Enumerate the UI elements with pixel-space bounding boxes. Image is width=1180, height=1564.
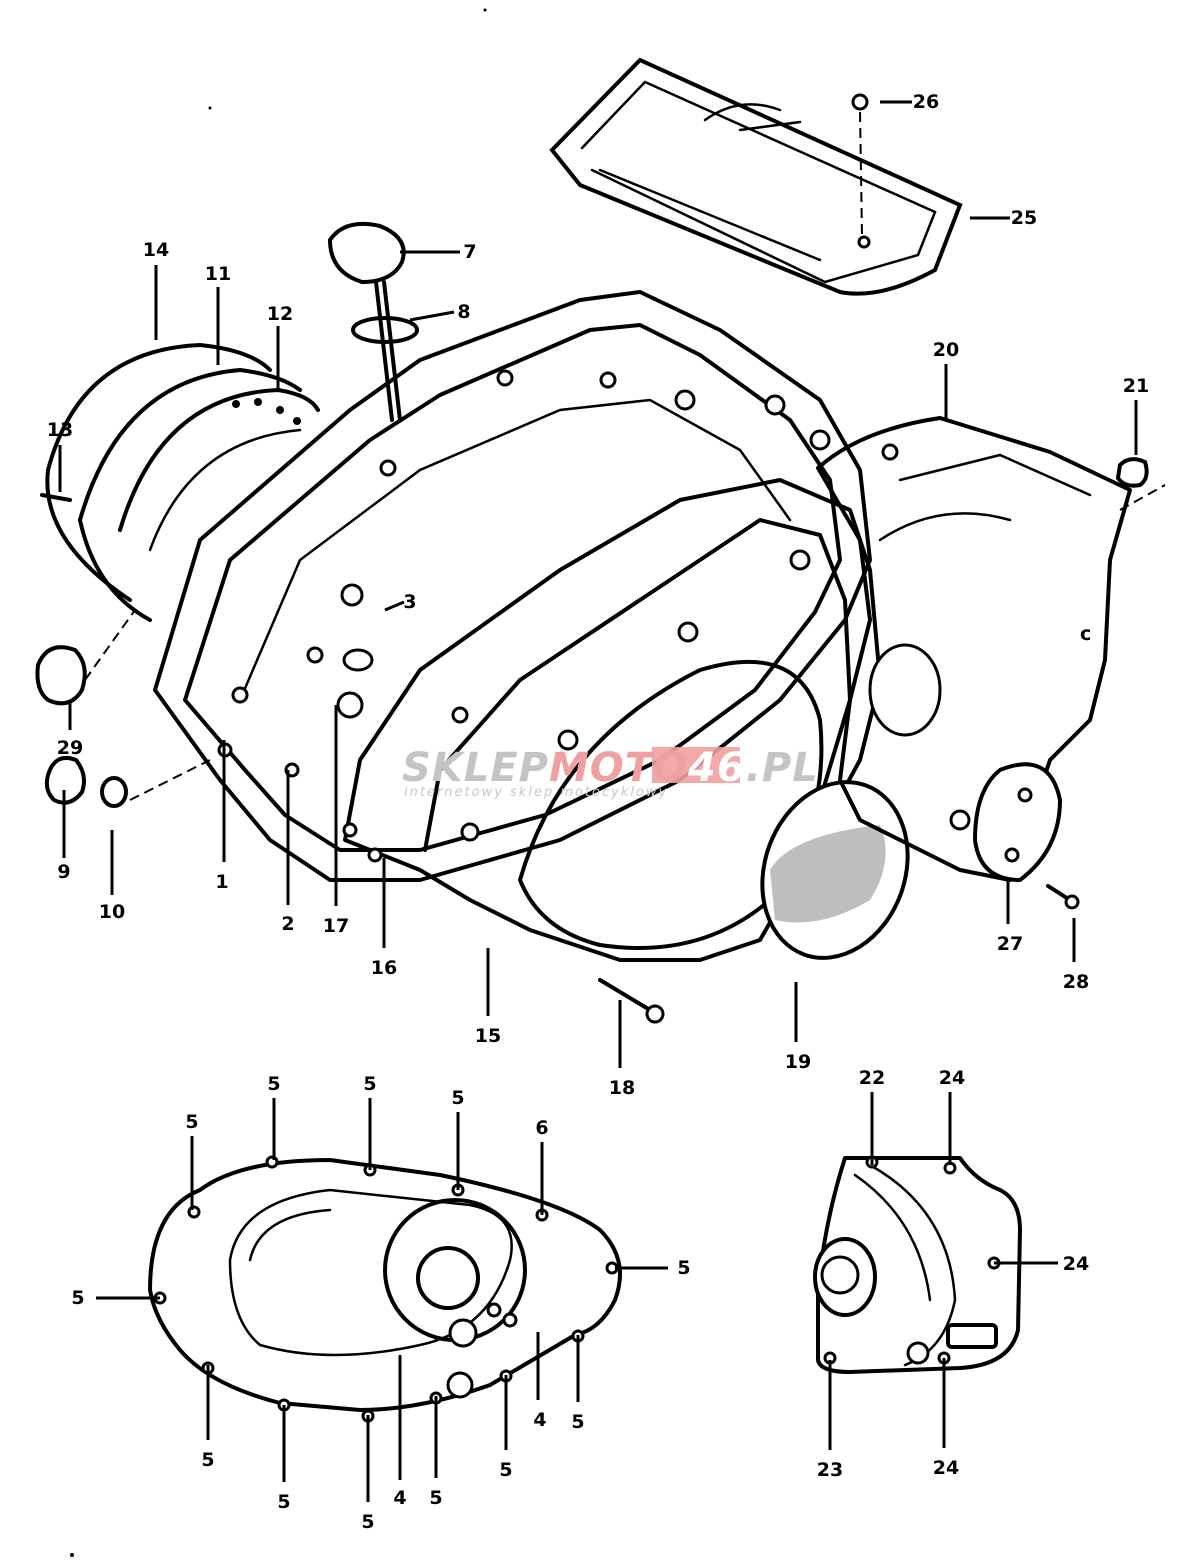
scan-dot <box>483 8 487 12</box>
washer-10 <box>100 776 128 808</box>
callout-label-c10: 10 <box>99 901 125 923</box>
callout-label-c28: 28 <box>1063 971 1089 993</box>
right-cover-20: c <box>816 416 1132 882</box>
leader-line-c8 <box>409 310 455 322</box>
callout-label-c5f: 5 <box>71 1287 84 1309</box>
callout-label-c15: 15 <box>475 1025 501 1047</box>
callout-label-c18: 18 <box>609 1077 635 1099</box>
top-cover-plate <box>549 57 963 296</box>
callout-label-c21: 21 <box>1123 375 1149 397</box>
callout-label-c4a: 4 <box>393 1487 406 1509</box>
watermark-box <box>652 747 740 783</box>
callout-label-c24c: 24 <box>933 1457 959 1479</box>
callout-label-c22: 22 <box>859 1067 885 1089</box>
watermark-brand-red: MOTO <box>549 745 688 791</box>
watermark-brand-box: 46 <box>687 745 746 791</box>
callout-label-c3: 3 <box>403 591 416 613</box>
callout-label-c16: 16 <box>371 957 397 979</box>
callout-label-c29: 29 <box>57 737 83 759</box>
callout-label-c27: 27 <box>997 933 1023 955</box>
callout-label-c5d: 5 <box>451 1087 464 1109</box>
callout-label-c5c: 5 <box>363 1073 376 1095</box>
callout-label-c5e: 5 <box>677 1257 690 1279</box>
dash-line-10 <box>129 759 211 801</box>
bolt-13 <box>40 493 72 502</box>
callout-label-c1: 1 <box>215 871 228 893</box>
screw-26 <box>851 93 869 236</box>
callout-label-c20: 20 <box>933 339 959 361</box>
callout-label-c7: 7 <box>463 241 476 263</box>
o-ring <box>351 316 419 344</box>
cover-mark-c: c <box>1080 623 1091 645</box>
clutch-cover-ring-14 <box>45 343 272 602</box>
svg-text:SKLEPMOTO46.PL: SKLEPMOTO46.PL <box>402 745 819 791</box>
callout-label-c5i: 5 <box>361 1511 374 1533</box>
ring-12 <box>118 388 320 552</box>
callout-label-c14: 14 <box>143 239 169 261</box>
callout-label-c5l: 5 <box>571 1411 584 1433</box>
callout-label-c13: 13 <box>47 419 73 441</box>
oil-filler-cap <box>327 221 406 422</box>
inspection-cap-19 <box>760 780 910 960</box>
bolt-18 <box>598 978 665 1024</box>
callout-label-c23: 23 <box>817 1459 843 1481</box>
small-cover-27 <box>949 762 1063 883</box>
callout-label-c5k: 5 <box>499 1459 512 1481</box>
callout-label-c17: 17 <box>323 915 349 937</box>
watermark-tagline: internetowy sklep motocyklowy <box>404 785 668 800</box>
scan-dot <box>70 1553 74 1557</box>
clutch-cover-gasket <box>148 1155 622 1423</box>
callout-label-c24b: 24 <box>1063 1253 1089 1275</box>
outer-cover-15 <box>342 478 882 962</box>
magneto-cover-gasket <box>813 1155 1022 1374</box>
leader-line-c3 <box>384 600 405 612</box>
callout-label-c12: 12 <box>267 303 293 325</box>
callout-label-c5h: 5 <box>277 1491 290 1513</box>
crankcase-cover <box>153 290 872 882</box>
watermark-brand-grey: SKLEP <box>402 745 549 791</box>
callout-label-c5b: 5 <box>267 1073 280 1095</box>
callout-label-c5a: 5 <box>185 1111 198 1133</box>
callout-leaders <box>58 100 1138 1502</box>
plug-29 <box>35 609 136 706</box>
callout-label-c19: 19 <box>785 1051 811 1073</box>
callout-label-c2: 2 <box>281 913 294 935</box>
plug-21 <box>1115 457 1166 511</box>
ring-11 <box>78 368 302 622</box>
callout-label-c26: 26 <box>913 91 939 113</box>
callout-label-c25: 25 <box>1011 207 1037 229</box>
callout-label-c5g: 5 <box>201 1449 214 1471</box>
callout-label-c4b: 4 <box>533 1409 546 1431</box>
watermark-suffix: .PL <box>746 745 819 791</box>
callout-label-c24a: 24 <box>939 1067 965 1089</box>
plug-9 <box>44 755 86 805</box>
callout-label-c9: 9 <box>57 861 70 883</box>
callout-label-c8: 8 <box>457 301 470 323</box>
callout-label-c11: 11 <box>205 263 231 285</box>
screw-28 <box>1046 884 1080 910</box>
callout-labels: 1237891011121314151617181920212223242424… <box>47 91 1149 1533</box>
callout-label-c6: 6 <box>535 1117 548 1139</box>
scan-dot <box>208 106 212 110</box>
watermark: SKLEPMOTO46.PL internetowy sklep motocyk… <box>402 745 819 800</box>
callout-label-c5j: 5 <box>429 1487 442 1509</box>
